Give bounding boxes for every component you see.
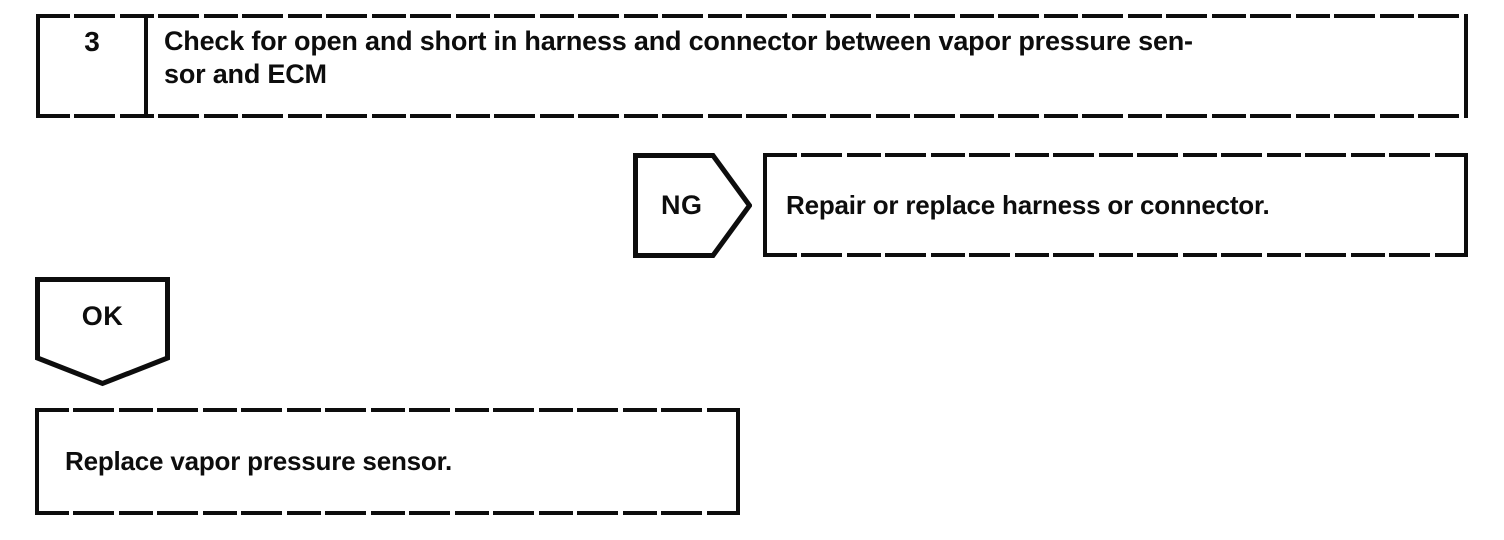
ok-action-box: Replace vapor pressure sensor. — [35, 408, 740, 515]
ok-connector: OK — [35, 277, 170, 387]
step-number: 3 — [40, 14, 148, 118]
step-box: 3 Check for open and short in harness an… — [36, 14, 1468, 118]
ok-pentagon-shape — [35, 277, 170, 387]
ng-pentagon-shape — [633, 153, 752, 258]
ok-label: OK — [81, 301, 124, 332]
ng-action-box: Repair or replace harness or connector. — [763, 153, 1468, 257]
step-title-line1: Check for open and short in harness and … — [164, 26, 1193, 56]
ng-action-text: Repair or replace harness or connector. — [786, 189, 1270, 220]
step-title-line2: sor and ECM — [164, 59, 327, 89]
ok-action-text: Replace vapor pressure sensor. — [65, 446, 453, 476]
ng-label: NG — [661, 190, 703, 220]
ng-connector: NG — [633, 153, 752, 258]
step-title: Check for open and short in harness and … — [164, 25, 1454, 91]
